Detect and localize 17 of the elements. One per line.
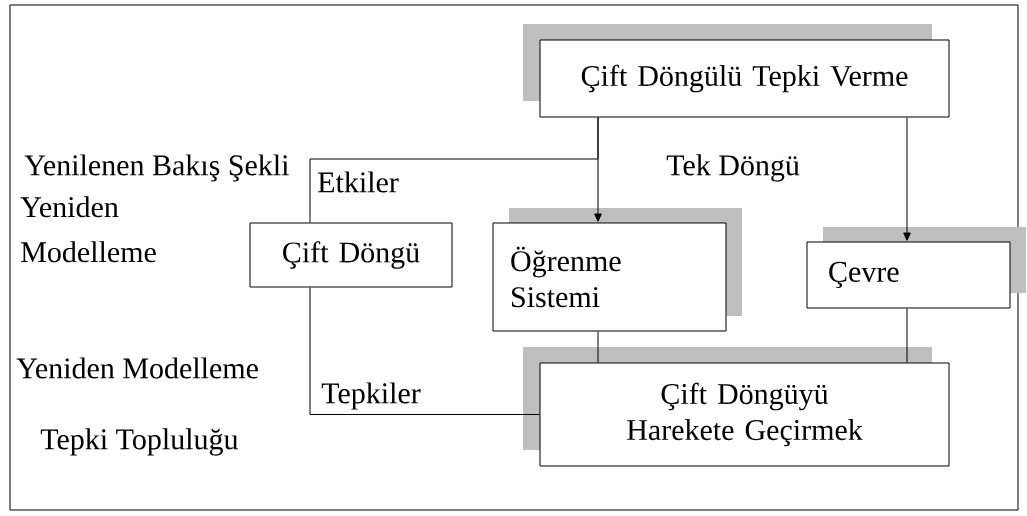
text-label: Yeniden Modelleme [20,196,156,263]
edge-label: Etkiler [316,170,400,194]
connector [906,308,908,363]
text-label: Yeniden Modelleme [16,357,258,379]
process-box: Çift Döngü [249,222,453,288]
connector [309,287,540,415]
connector [309,117,599,223]
edge-label: Tepkiler [320,381,422,411]
text-label: Tek Döngü [666,154,800,182]
connector [903,117,911,241]
connector [597,331,599,363]
process-box: Çift Döngüyü Harekete Geçirmek [523,347,950,467]
process-box: Çift Döngülü Tepki Verme [523,24,950,118]
process-box: Çevre [806,227,1026,309]
process-box: Öğrenme Sistemi [492,208,742,332]
text-label: Yenilenen Bakış Şekli [24,154,289,182]
text-label: Tepki Topluluğu [40,428,239,456]
